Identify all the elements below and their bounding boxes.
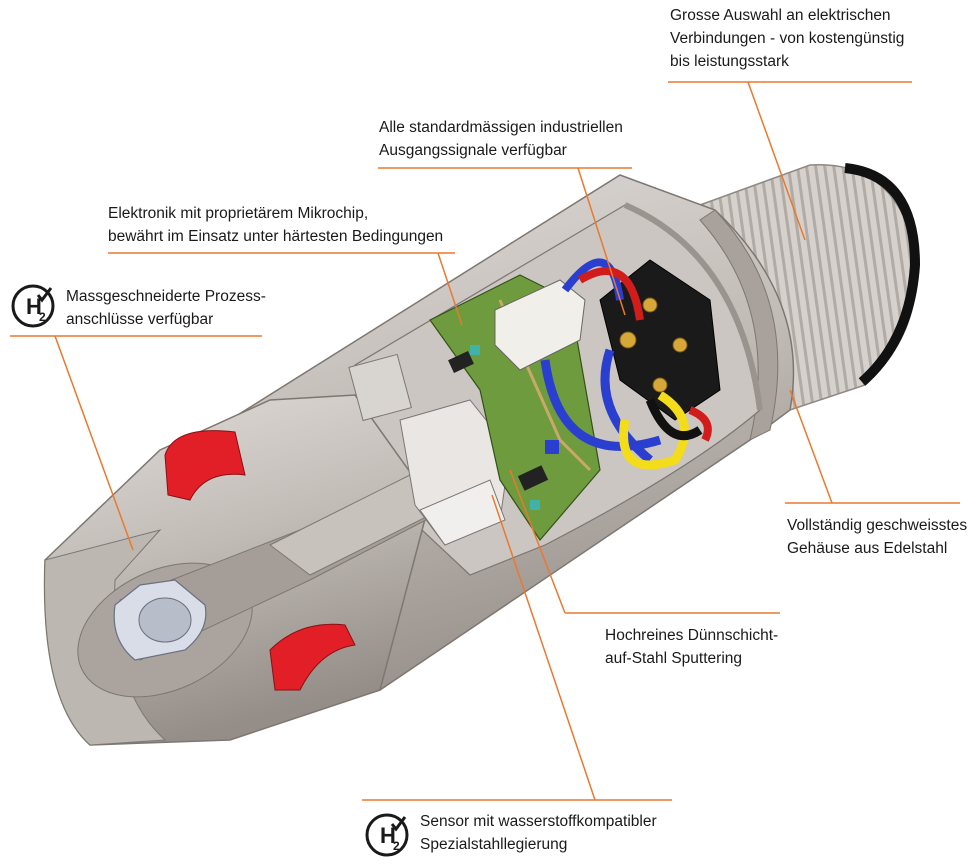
callout-line: Hochreines Dünnschicht-	[605, 627, 779, 644]
callout-line: Alle standardmässigen industriellen	[379, 119, 623, 136]
leader-housing	[785, 389, 960, 504]
callout-line: Ausgangssignale verfügbar	[379, 142, 567, 159]
callout-line: Massgeschneiderte Prozess-	[66, 288, 266, 305]
callout-sensor: Sensor mit wasserstoffkompatibler Spezia…	[420, 810, 657, 856]
h2-badge-sensor: H 2	[365, 813, 409, 857]
leader-sensor	[362, 494, 672, 801]
callout-line: auf-Stahl Sputtering	[605, 650, 743, 667]
callout-connections: Grosse Auswahl an elektrischen Verbindun…	[670, 4, 904, 73]
process-connection	[43, 394, 461, 746]
wiring	[540, 258, 721, 470]
leader-signals	[378, 167, 632, 316]
callout-line: anschlüsse verfügbar	[66, 311, 214, 328]
callout-signals: Alle standardmässigen industriellen Ausg…	[379, 116, 623, 162]
callout-line: Gehäuse aus Edelstahl	[787, 540, 948, 557]
callout-process: Massgeschneiderte Prozess- anschlüsse ve…	[66, 285, 266, 331]
h2-badge-process: H 2	[11, 284, 55, 328]
h2-check-icon	[390, 816, 407, 832]
callout-housing: Vollständig geschweisstes Gehäuse aus Ed…	[787, 514, 967, 560]
pcb-electronics	[429, 274, 601, 541]
h2-badge-subscript: 2	[39, 310, 46, 324]
leader-lines	[10, 81, 960, 801]
leader-process	[10, 335, 262, 551]
callout-line: Grosse Auswahl an elektrischen	[670, 7, 891, 24]
leader-electronics	[108, 252, 463, 326]
callout-line: bis leistungsstark	[670, 53, 789, 70]
h2-badge-letter: H	[380, 823, 396, 848]
red-seal-bottom	[269, 623, 356, 691]
red-seal-top	[164, 430, 246, 501]
callout-line: Vollständig geschweisstes	[787, 517, 968, 534]
leader-sputtering	[509, 469, 780, 614]
leader-connections	[668, 81, 912, 241]
h2-check-icon	[36, 287, 53, 303]
callout-line: Elektronik mit proprietärem Mikrochip,	[108, 205, 369, 222]
callout-line: Sensor mit wasserstoffkompatibler	[420, 813, 657, 830]
h2-badge-subscript: 2	[393, 839, 400, 853]
connector-thread	[698, 163, 921, 411]
callout-line: Spezialstahllegierung	[420, 836, 568, 853]
callout-electronics: Elektronik mit proprietärem Mikrochip, b…	[108, 202, 443, 248]
h2-badge-letter: H	[26, 294, 42, 319]
sensor-element	[348, 353, 511, 546]
callout-sputtering: Hochreines Dünnschicht- auf-Stahl Sputte…	[605, 624, 778, 670]
callout-line: bewährt im Einsatz unter härtesten Bedin…	[108, 228, 444, 245]
callout-line: Verbindungen - von kostengünstig	[670, 30, 905, 47]
